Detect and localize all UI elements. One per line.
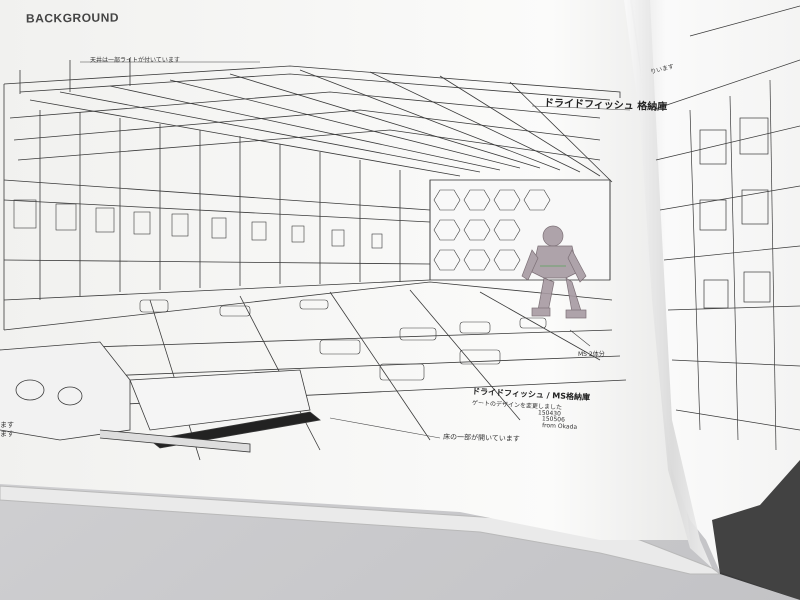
left-margin-note: ます ます bbox=[0, 421, 14, 439]
hangar-illustration bbox=[0, 58, 627, 461]
book-gutter bbox=[624, 0, 712, 568]
annotation-lines bbox=[80, 61, 631, 439]
left-margin-note-line: ます bbox=[0, 430, 14, 438]
mobile-suit-figure bbox=[521, 225, 587, 319]
ceiling-light-note: 天井は一部ライトが付いています bbox=[90, 57, 180, 64]
book-cover-edge bbox=[712, 460, 800, 600]
left-margin-note-line: ます bbox=[0, 421, 14, 429]
section-heading: BACKGROUND bbox=[25, 10, 120, 26]
ms-count-note: MS 2体分 bbox=[578, 351, 605, 358]
right-page-illustration bbox=[651, 5, 800, 451]
floor-note: 床の一部が開いています bbox=[442, 432, 520, 444]
